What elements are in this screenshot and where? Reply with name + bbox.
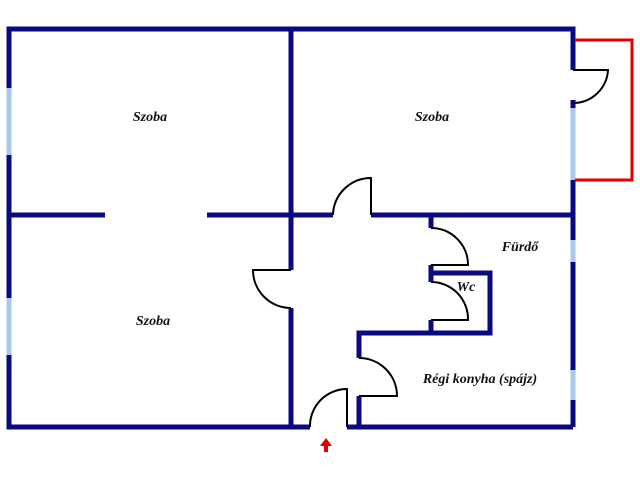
door-bottom-left-room xyxy=(251,269,292,309)
door-pantry xyxy=(358,357,399,397)
room-label-top-right: Szoba xyxy=(414,110,450,125)
walls xyxy=(6,26,576,430)
door-balcony xyxy=(572,69,610,105)
balcony-outline xyxy=(575,38,634,182)
arrow-up-icon xyxy=(320,438,332,452)
room-label-pantry: Régi konyha (spájz) xyxy=(422,372,538,387)
windows xyxy=(6,88,576,400)
door-toilet xyxy=(430,281,470,321)
room-label-bottom-left: Szoba xyxy=(135,314,171,329)
room-label-top-left: Szoba xyxy=(132,110,168,125)
door-bathroom xyxy=(430,227,470,266)
doors[interactable] xyxy=(251,69,610,428)
room-label-toilet: Wc xyxy=(456,280,476,295)
room-label-bathroom: Fürdő xyxy=(501,240,539,255)
door-entrance xyxy=(308,387,348,428)
door-top-right-room xyxy=(332,176,372,216)
